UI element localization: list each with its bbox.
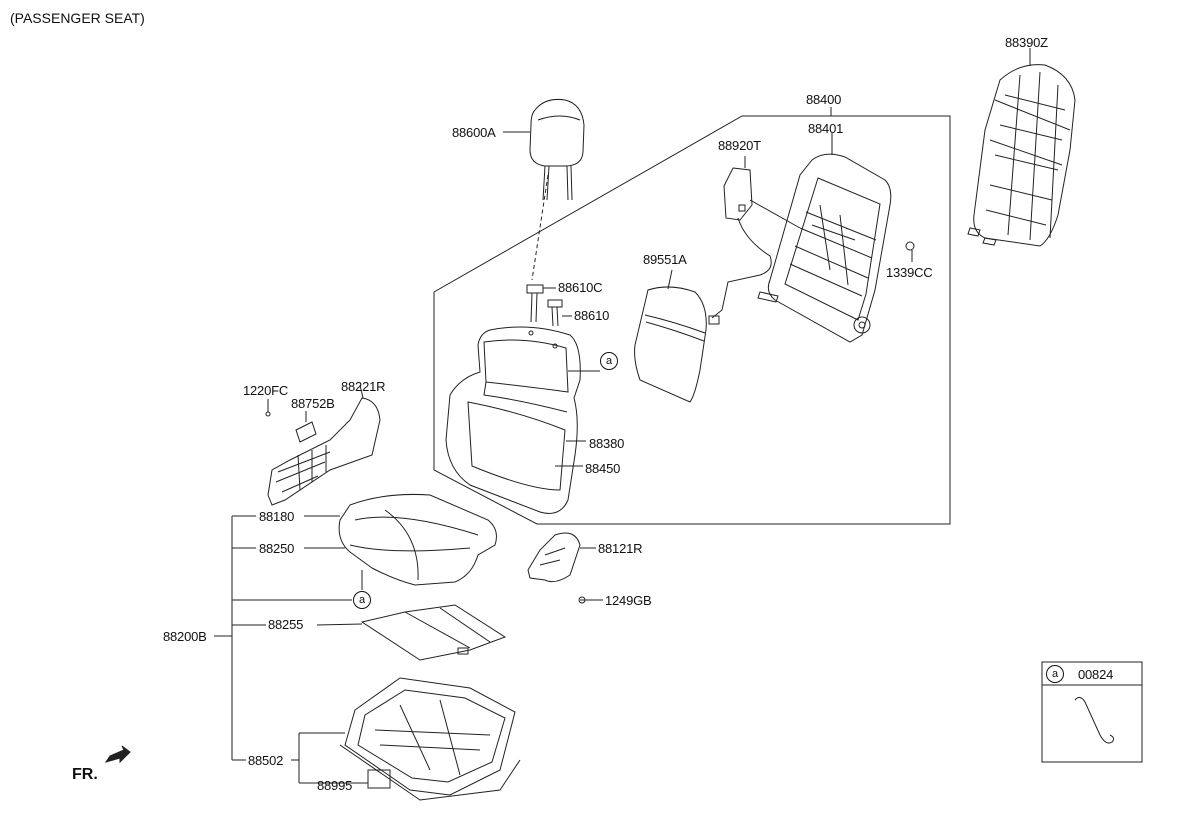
label-88250: 88250 [259, 541, 295, 556]
label-88400: 88400 [806, 92, 842, 107]
assembly-88400-box [433, 115, 951, 525]
cushion-cover-88180 [304, 493, 497, 590]
cushion-frame-88502 [291, 677, 521, 801]
label-88121r: 88121R [598, 541, 643, 556]
label-88502: 88502 [248, 753, 284, 768]
cushion-pad-88255 [316, 604, 507, 661]
seatback-board-88390z [967, 48, 1076, 247]
headrest-88600a [503, 99, 585, 281]
seatback-cover-88380 [445, 326, 600, 514]
seatback-pad-89551a [634, 269, 707, 403]
legend-part-number: 00824 [1078, 667, 1114, 682]
side-shield-88221r [265, 384, 381, 506]
label-1249gb: 1249GB [605, 593, 652, 608]
label-88752b: 88752B [291, 396, 335, 411]
label-88610c: 88610C [558, 280, 603, 295]
label-88221r: 88221R [341, 379, 386, 394]
callout-marker-back: a [600, 352, 618, 370]
label-88450: 88450 [585, 461, 621, 476]
legend-marker: a [1046, 665, 1064, 683]
label-88920t: 88920T [718, 138, 761, 153]
label-88200b: 88200B [163, 629, 207, 644]
airbag-88920t [708, 156, 772, 325]
label-88610: 88610 [574, 308, 610, 323]
group-bracket-88200b [214, 515, 352, 761]
label-88995: 88995 [317, 778, 353, 793]
diagram-title: (PASSENGER SEAT) [10, 10, 145, 26]
callout-marker-cushion: a [353, 591, 371, 609]
label-88255: 88255 [268, 617, 304, 632]
legend-box [1041, 661, 1143, 763]
label-1339cc: 1339CC [886, 265, 933, 280]
label-88600a: 88600A [452, 125, 496, 140]
seatback-frame-88401 [749, 133, 915, 343]
fr-arrow-icon [104, 745, 131, 764]
side-cover-88121r [527, 532, 603, 604]
label-88380: 88380 [589, 436, 625, 451]
front-direction-label: FR. [72, 766, 98, 783]
label-89551a: 89551A [643, 252, 687, 267]
label-88401: 88401 [808, 121, 844, 136]
label-88180: 88180 [259, 509, 295, 524]
label-88390z: 88390Z [1005, 35, 1048, 50]
label-1220fc: 1220FC [243, 383, 289, 398]
